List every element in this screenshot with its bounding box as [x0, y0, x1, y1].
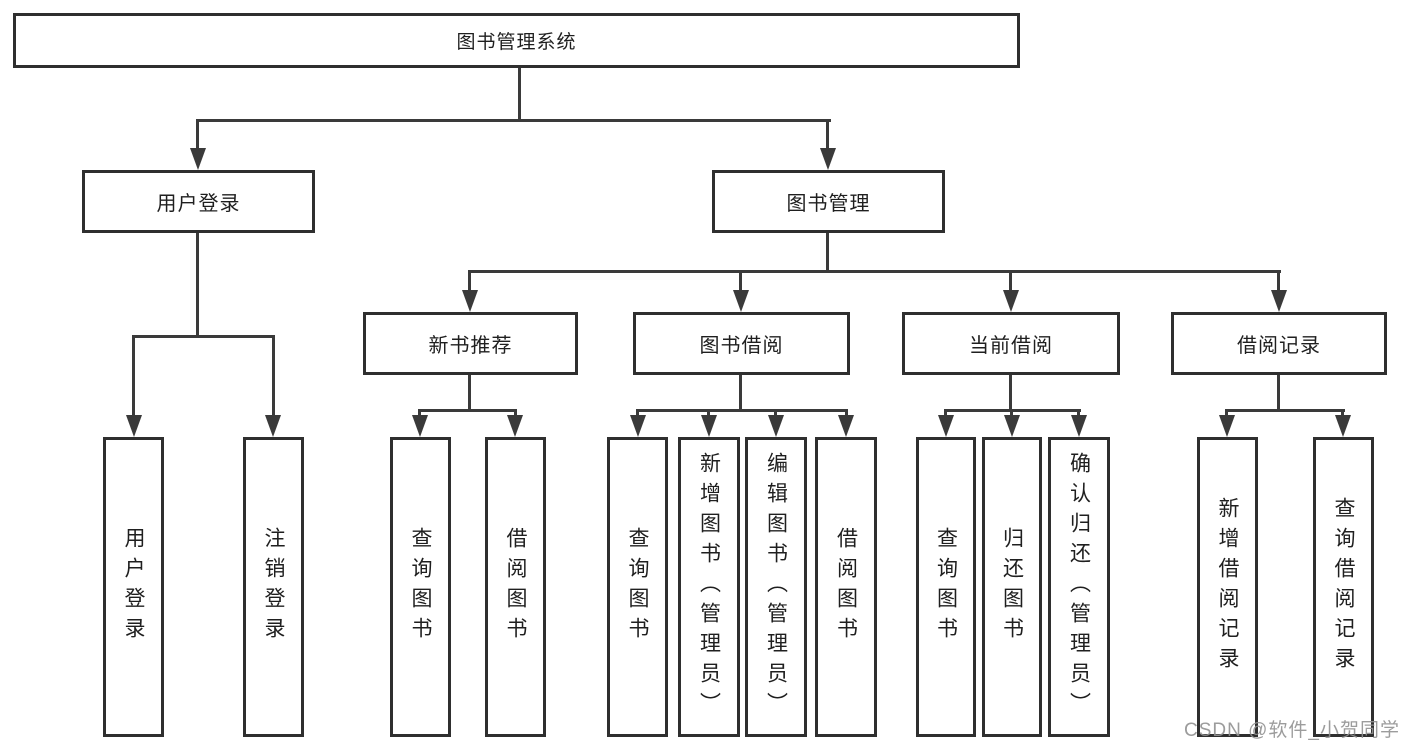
connector-stem — [1225, 409, 1228, 419]
leaf-label: 新增借阅记录 — [1216, 497, 1239, 677]
connector-stem-borrow-records — [1277, 270, 1280, 294]
connector-root-drop — [518, 68, 521, 121]
leaf-label: 查询图书 — [626, 527, 649, 647]
node-label: 图书管理系统 — [456, 32, 577, 53]
node-label: 用户登录 — [156, 193, 241, 215]
csdn-watermark: CSDN @软件_小贺同学 — [1184, 720, 1400, 741]
leaf-confirm-return-admin: 确认归还（管理员） — [1048, 437, 1110, 737]
connector-stem-login-leaf — [132, 335, 135, 418]
arrow-down-icon — [1071, 415, 1087, 437]
node-label: 图书管理 — [786, 193, 871, 215]
node-new-book-recommendation: 新书推荐 — [363, 312, 578, 375]
connector-user-login-drop — [196, 233, 199, 338]
node-book-borrowing: 图书借阅 — [633, 312, 850, 375]
connector-stem-book-borrow — [739, 270, 742, 294]
arrow-down-icon — [701, 415, 717, 437]
connector-level3-bus — [468, 270, 1281, 273]
connector-stem-new-rec — [468, 270, 471, 294]
leaf-label: 查询图书 — [934, 527, 958, 647]
arrow-down-icon — [630, 415, 646, 437]
leaf-query-books-borrow: 查询图书 — [607, 437, 668, 737]
arrow-down-icon — [126, 415, 142, 437]
connector-records-bus — [1225, 409, 1345, 412]
leaf-label: 用户登录 — [122, 527, 145, 647]
leaf-add-borrow-record: 新增借阅记录 — [1197, 437, 1258, 737]
leaf-label: 查询借阅记录 — [1332, 497, 1355, 677]
node-current-borrowing: 当前借阅 — [902, 312, 1120, 375]
leaf-edit-books-admin: 编辑图书（管理员） — [745, 437, 807, 737]
arrow-down-icon — [412, 415, 428, 437]
connector-stem — [1077, 409, 1080, 419]
leaf-label: 归还图书 — [1000, 527, 1024, 647]
connector-book-mgmt-drop — [826, 233, 829, 273]
arrow-down-icon — [1271, 290, 1287, 312]
leaf-label: 确认归还（管理员） — [1067, 452, 1091, 722]
leaf-borrow-books: 借阅图书 — [815, 437, 877, 737]
node-library-management-system: 图书管理系统 — [13, 13, 1020, 68]
arrow-down-icon — [1335, 415, 1351, 437]
leaf-query-books-current: 查询图书 — [916, 437, 976, 737]
leaf-add-books-admin: 新增图书（管理员） — [678, 437, 740, 737]
arrow-down-icon — [938, 415, 954, 437]
connector-stem — [1341, 409, 1344, 419]
connector-records-drop — [1277, 375, 1280, 412]
arrow-down-icon — [1003, 290, 1019, 312]
connector-stem — [418, 409, 421, 419]
connector-stem-logout-leaf — [272, 335, 275, 418]
connector-stem — [774, 409, 777, 419]
connector-stem — [1010, 409, 1013, 419]
leaf-label: 查询图书 — [409, 527, 432, 647]
leaf-return-books: 归还图书 — [982, 437, 1042, 737]
connector-current-borrow-drop — [1009, 375, 1012, 412]
connector-new-rec-drop — [468, 375, 471, 412]
connector-stem — [636, 409, 639, 419]
leaf-label: 编辑图书（管理员） — [764, 452, 788, 722]
connector-stem-user-login — [196, 119, 199, 150]
connector-book-borrow-bus — [636, 409, 848, 412]
arrow-down-icon — [265, 415, 281, 437]
arrow-down-icon — [462, 290, 478, 312]
node-label: 图书借阅 — [699, 335, 784, 357]
leaf-borrow-books-rec: 借阅图书 — [485, 437, 546, 737]
leaf-label: 借阅图书 — [834, 527, 858, 647]
node-label: 借阅记录 — [1237, 335, 1321, 357]
leaf-label: 借阅图书 — [504, 527, 527, 647]
arrow-down-icon — [838, 415, 854, 437]
leaf-label: 注销登录 — [262, 527, 285, 647]
connector-stem-book-mgmt — [826, 119, 829, 150]
arrow-down-icon — [733, 290, 749, 312]
connector-user-login-bus — [132, 335, 275, 338]
connector-new-rec-bus — [418, 409, 517, 412]
connector-stem-current-borrow — [1009, 270, 1012, 294]
leaf-label: 新增图书（管理员） — [697, 452, 721, 722]
connector-stem — [514, 409, 517, 419]
connector-level2-bus — [197, 119, 831, 122]
arrow-down-icon — [507, 415, 523, 437]
node-label: 当前借阅 — [969, 335, 1053, 357]
node-book-management: 图书管理 — [712, 170, 945, 233]
connector-book-borrow-drop — [739, 375, 742, 412]
leaf-logout: 注销登录 — [243, 437, 304, 737]
arrow-down-icon — [1219, 415, 1235, 437]
connector-stem — [944, 409, 947, 419]
leaf-query-books-rec: 查询图书 — [390, 437, 451, 737]
node-label: 新书推荐 — [428, 335, 513, 357]
arrow-down-icon — [768, 415, 784, 437]
arrow-down-icon — [1004, 415, 1020, 437]
leaf-query-borrow-record: 查询借阅记录 — [1313, 437, 1374, 737]
arrow-down-icon — [190, 148, 206, 170]
node-borrowing-records: 借阅记录 — [1171, 312, 1387, 375]
node-user-login: 用户登录 — [82, 170, 315, 233]
leaf-user-login: 用户登录 — [103, 437, 164, 737]
connector-stem — [845, 409, 848, 419]
connector-stem — [707, 409, 710, 419]
arrow-down-icon — [820, 148, 836, 170]
